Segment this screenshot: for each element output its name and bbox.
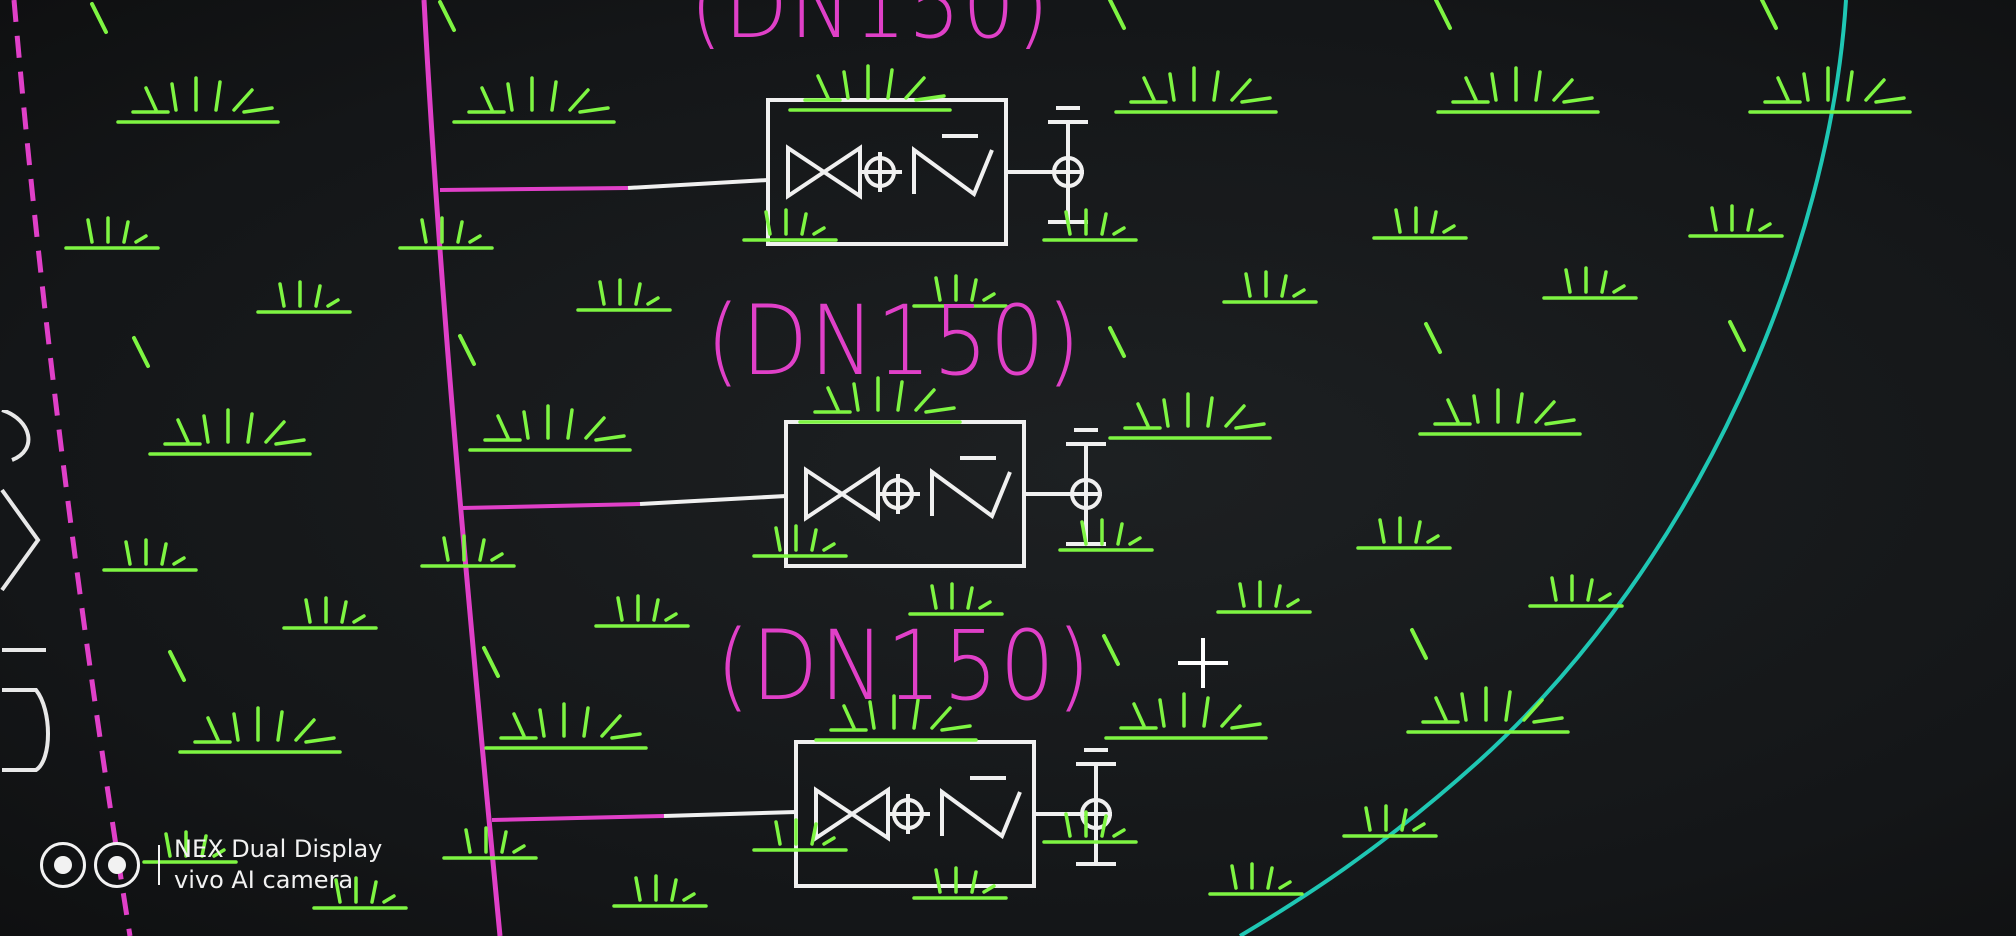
crosshair-icon — [1178, 638, 1228, 688]
valve-label-1: (DN150) — [690, 0, 1051, 59]
branch-pipe-2 — [461, 502, 641, 510]
valve-label-3: (DN150) — [716, 610, 1093, 722]
watermark-device: NEX Dual Display — [174, 835, 383, 863]
watermark-camera: vivo AI camera — [174, 866, 354, 894]
valve-assembly-3 — [794, 740, 1118, 888]
left-partial-label — [0, 410, 50, 772]
grass-hatch-pattern — [64, 0, 1912, 910]
main-pipe — [421, 0, 503, 936]
branch-pipe-1 — [439, 186, 629, 192]
valve-label-2: (DN150) — [706, 285, 1083, 397]
valve-assembly-1 — [766, 98, 1090, 246]
watermark-divider — [158, 845, 160, 885]
branch-pipe-3 — [491, 814, 665, 822]
camera-lens-icon — [40, 842, 86, 888]
camera-lens-icon — [94, 842, 140, 888]
left-dashed-boundary — [11, 0, 133, 936]
camera-watermark: NEX Dual Display vivo AI camera — [40, 834, 382, 896]
cyan-boundary-arc — [1238, 0, 1848, 936]
